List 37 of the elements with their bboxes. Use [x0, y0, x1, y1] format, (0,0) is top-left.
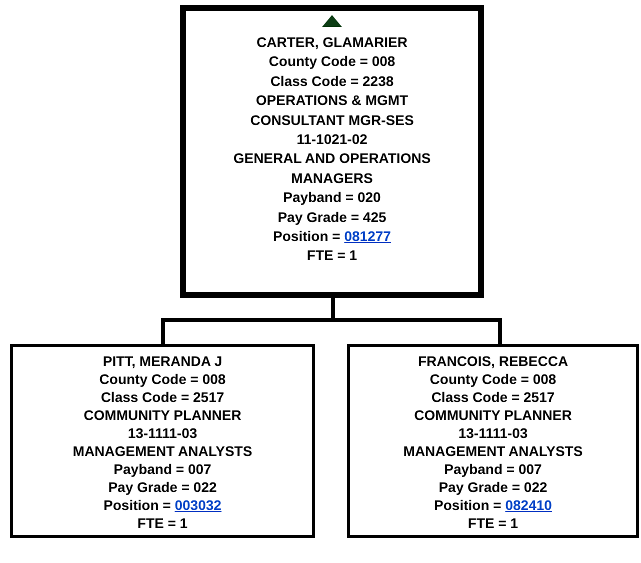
employee-detail: COMMUNITY PLANNER — [414, 406, 572, 424]
employee-detail: 13-1111-03 — [458, 424, 528, 442]
employee-detail: 13-1111-03 — [128, 424, 198, 442]
employee-detail: Payband = 007 — [114, 460, 212, 478]
employee-detail: Class Code = 2517 — [431, 388, 555, 406]
employee-detail: Class Code = 2238 — [270, 72, 394, 91]
employee-detail: PITT, MERANDA J — [102, 352, 222, 370]
position-link: 003032 — [174, 497, 222, 513]
employee-detail: CARTER, GLAMARIER — [256, 33, 408, 52]
employee-detail: GENERAL AND OPERATIONS MANAGERS — [232, 149, 432, 188]
employee-detail: County Code = 008 — [430, 370, 556, 388]
employee-detail: OPERATIONS & MGMT — [256, 91, 408, 110]
employee-detail: Class Code = 2517 — [100, 388, 224, 406]
position-link: 081277 — [344, 228, 391, 244]
employee-box — [347, 344, 639, 538]
employee-detail: Position = 082410 — [434, 496, 552, 514]
employee-detail: County Code = 008 — [99, 370, 226, 388]
employee-box — [180, 5, 484, 298]
employee-detail: CONSULTANT MGR-SES — [250, 110, 414, 130]
employee-detail: FTE = 1 — [306, 246, 358, 266]
employee-detail: 11-1021-02 — [296, 130, 368, 150]
employee-detail: County Code = 008 — [268, 52, 396, 72]
employee-detail: Payband = 007 — [444, 460, 542, 478]
position-link: 082410 — [505, 497, 552, 513]
employee-detail: COMMUNITY PLANNER — [84, 406, 242, 424]
employee-detail: Pay Grade = 425 — [278, 208, 386, 227]
employee-detail: MANAGEMENT ANALYSTS — [72, 442, 252, 460]
employee-detail: FTE = 1 — [137, 514, 188, 532]
employee-detail: Position = 003032 — [104, 496, 222, 514]
employee-detail: Payband = 020 — [283, 188, 381, 208]
employee-detail: Position = 081277 — [273, 227, 391, 246]
employee-detail: FTE = 1 — [468, 514, 518, 532]
employee-detail: Pay Grade = 022 — [438, 478, 548, 496]
employee-detail: Pay Grade = 022 — [108, 478, 217, 496]
employee-box — [10, 344, 315, 538]
employee-detail: MANAGEMENT ANALYSTS — [403, 442, 583, 460]
employee-detail: FRANCOIS, REBECCA — [418, 352, 568, 370]
